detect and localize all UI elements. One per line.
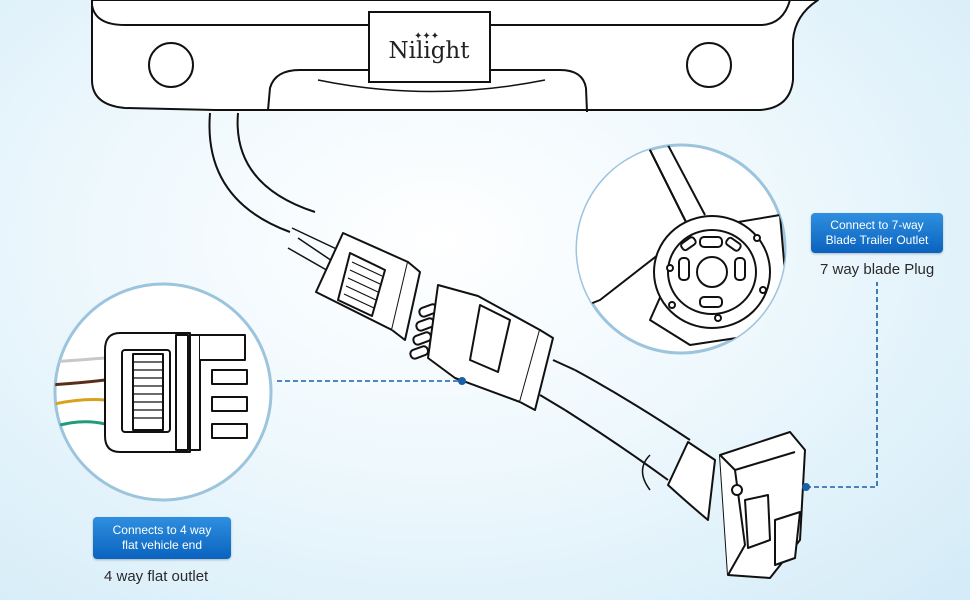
four-way-caption: 4 way flat outlet xyxy=(104,568,209,585)
leader-line-seven-way xyxy=(806,282,878,488)
four-way-badge: Connects to 4 way flat vehicle end xyxy=(93,517,231,559)
four-way-badge-line-2: flat vehicle end xyxy=(121,538,203,552)
four-way-badge-line-1: Connects to 4 way xyxy=(112,523,212,537)
adapter-cable xyxy=(539,359,691,491)
vehicle-cable xyxy=(208,112,346,273)
seven-way-zoom-circle xyxy=(575,143,787,355)
seven-way-plug xyxy=(667,431,806,579)
leader-dot-seven-way xyxy=(802,483,810,491)
four-way-female-housing xyxy=(427,284,554,411)
bumper-bolt-hole-left xyxy=(148,42,194,88)
seven-way-badge: Connect to 7-way Blade Trailer Outlet xyxy=(811,213,943,253)
svg-text:✦✦✦: ✦✦✦ xyxy=(414,31,439,42)
seven-way-badge-line-1: Connect to 7-way xyxy=(830,218,924,232)
four-way-male-plug xyxy=(315,232,421,341)
four-way-zoom-circle xyxy=(53,282,273,502)
brand-logo-text: Nilight xyxy=(389,38,471,64)
bumper-bolt-hole-right xyxy=(686,42,732,88)
brand-logo: Nilight ✦✦✦ xyxy=(368,11,491,83)
seven-way-caption: 7 way blade Plug xyxy=(820,261,935,278)
seven-way-badge-line-2: Blade Trailer Outlet xyxy=(825,233,929,247)
leader-dot-four-way xyxy=(458,377,466,385)
leader-lines xyxy=(277,282,878,488)
